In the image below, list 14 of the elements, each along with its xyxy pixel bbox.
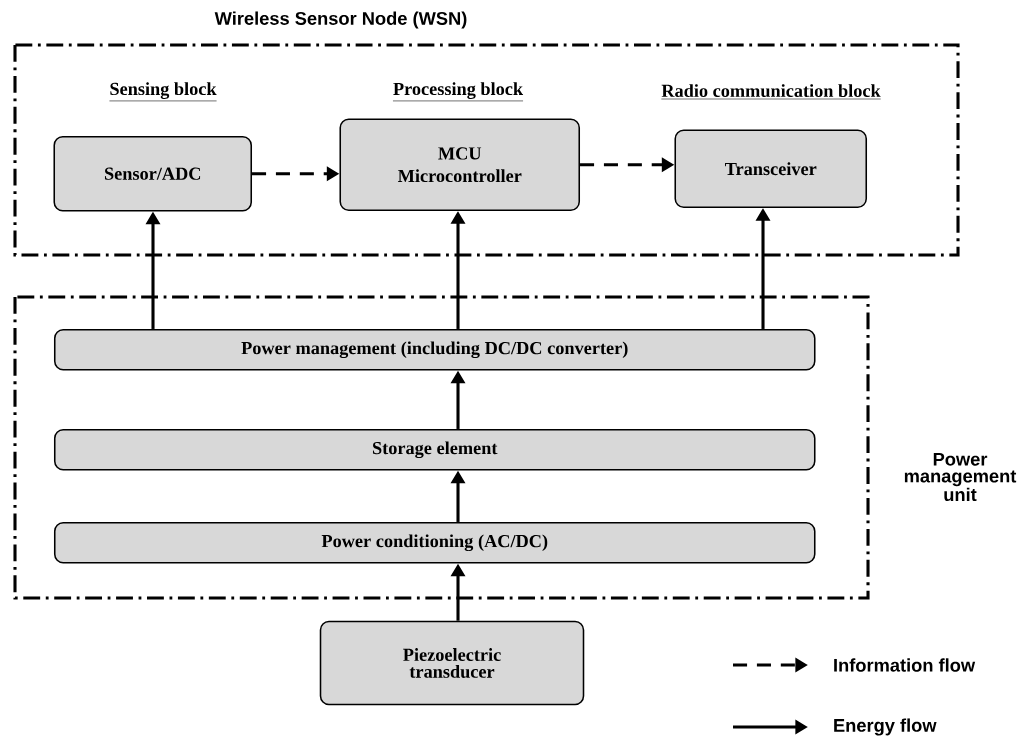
group-heading: Power management unit [904,452,1017,502]
legend-label: Information flow [834,658,976,672]
block-heading: Processing block [392,82,524,102]
process-box: Power conditioning (AC/DC) [53,521,816,564]
process-box: Sensor/ADC [53,135,253,212]
group-heading: Wireless Sensor Node (WSN) [214,11,467,29]
process-box: MCU Microcontroller [339,118,581,211]
process-box: Storage element [53,428,816,471]
process-box: Transceiver [674,129,868,208]
process-box: Piezoelectric transducer [319,620,585,706]
block-heading: Sensing block [109,82,217,102]
legend-label: Energy flow [834,718,937,736]
process-box: Power management (including DC/DC converter) [53,328,816,371]
block-heading: Radio communication block [661,84,881,100]
